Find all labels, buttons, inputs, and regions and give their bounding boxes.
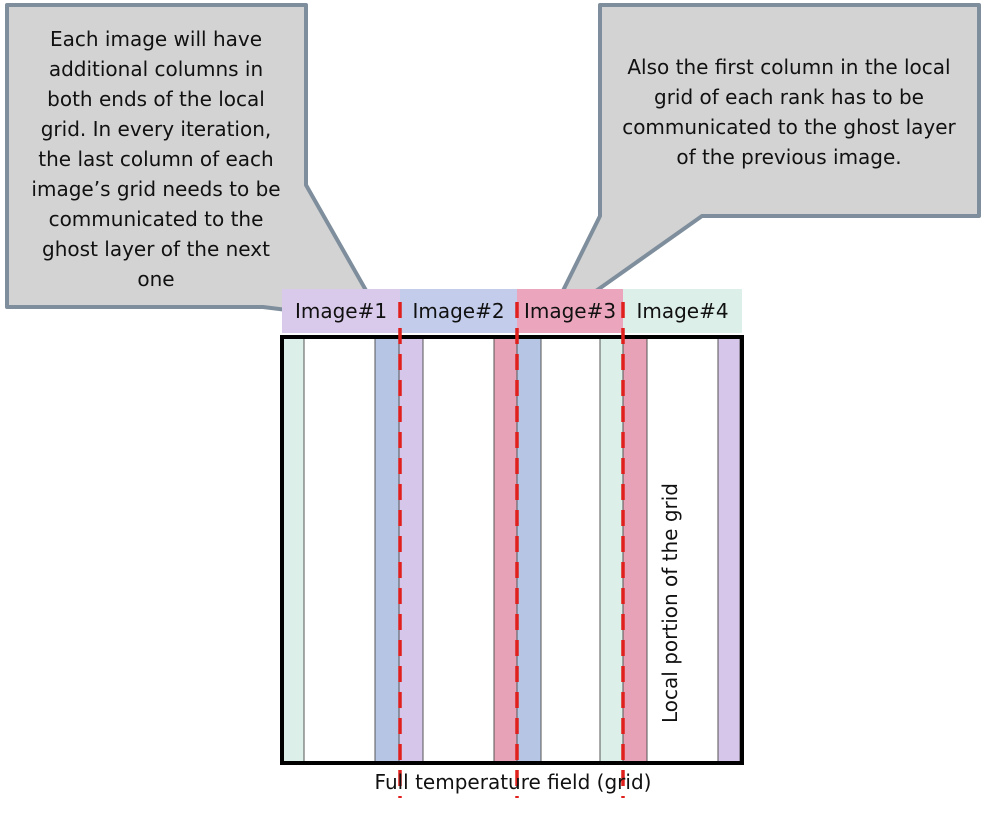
grid-border <box>280 335 744 765</box>
ghost-column-blue-2 <box>516 336 542 764</box>
callout-right-bubble <box>543 3 981 329</box>
ghost-column-mint-2 <box>599 336 624 764</box>
tab-image-1-label: Image#1 <box>294 299 388 323</box>
ghost-column-lavender-1 <box>398 336 424 764</box>
callout-right-text: Also the first column in the local grid … <box>622 55 956 169</box>
ghost-column-pink-2 <box>622 336 648 764</box>
ghost-column-blue-1 <box>374 336 400 764</box>
tab-image-1-background <box>282 289 400 333</box>
grid-caption: Full temperature field (grid) <box>374 770 652 794</box>
ghost-column-pink-1 <box>493 336 518 764</box>
ghost-column-mint-left <box>281 336 305 764</box>
tab-image-4-label: Image#4 <box>636 299 729 323</box>
tab-image-2-background <box>400 289 517 333</box>
tab-image-3-background <box>517 289 623 333</box>
tab-image-2-label: Image#2 <box>412 299 505 323</box>
tab-image-4-background <box>623 289 742 333</box>
local-portion-label: Local portion of the grid <box>658 483 682 723</box>
ghost-column-lavender-right <box>717 336 741 764</box>
callout-left-text: Each image will have additional columns … <box>31 27 281 291</box>
tab-image-3-label: Image#3 <box>523 299 617 323</box>
